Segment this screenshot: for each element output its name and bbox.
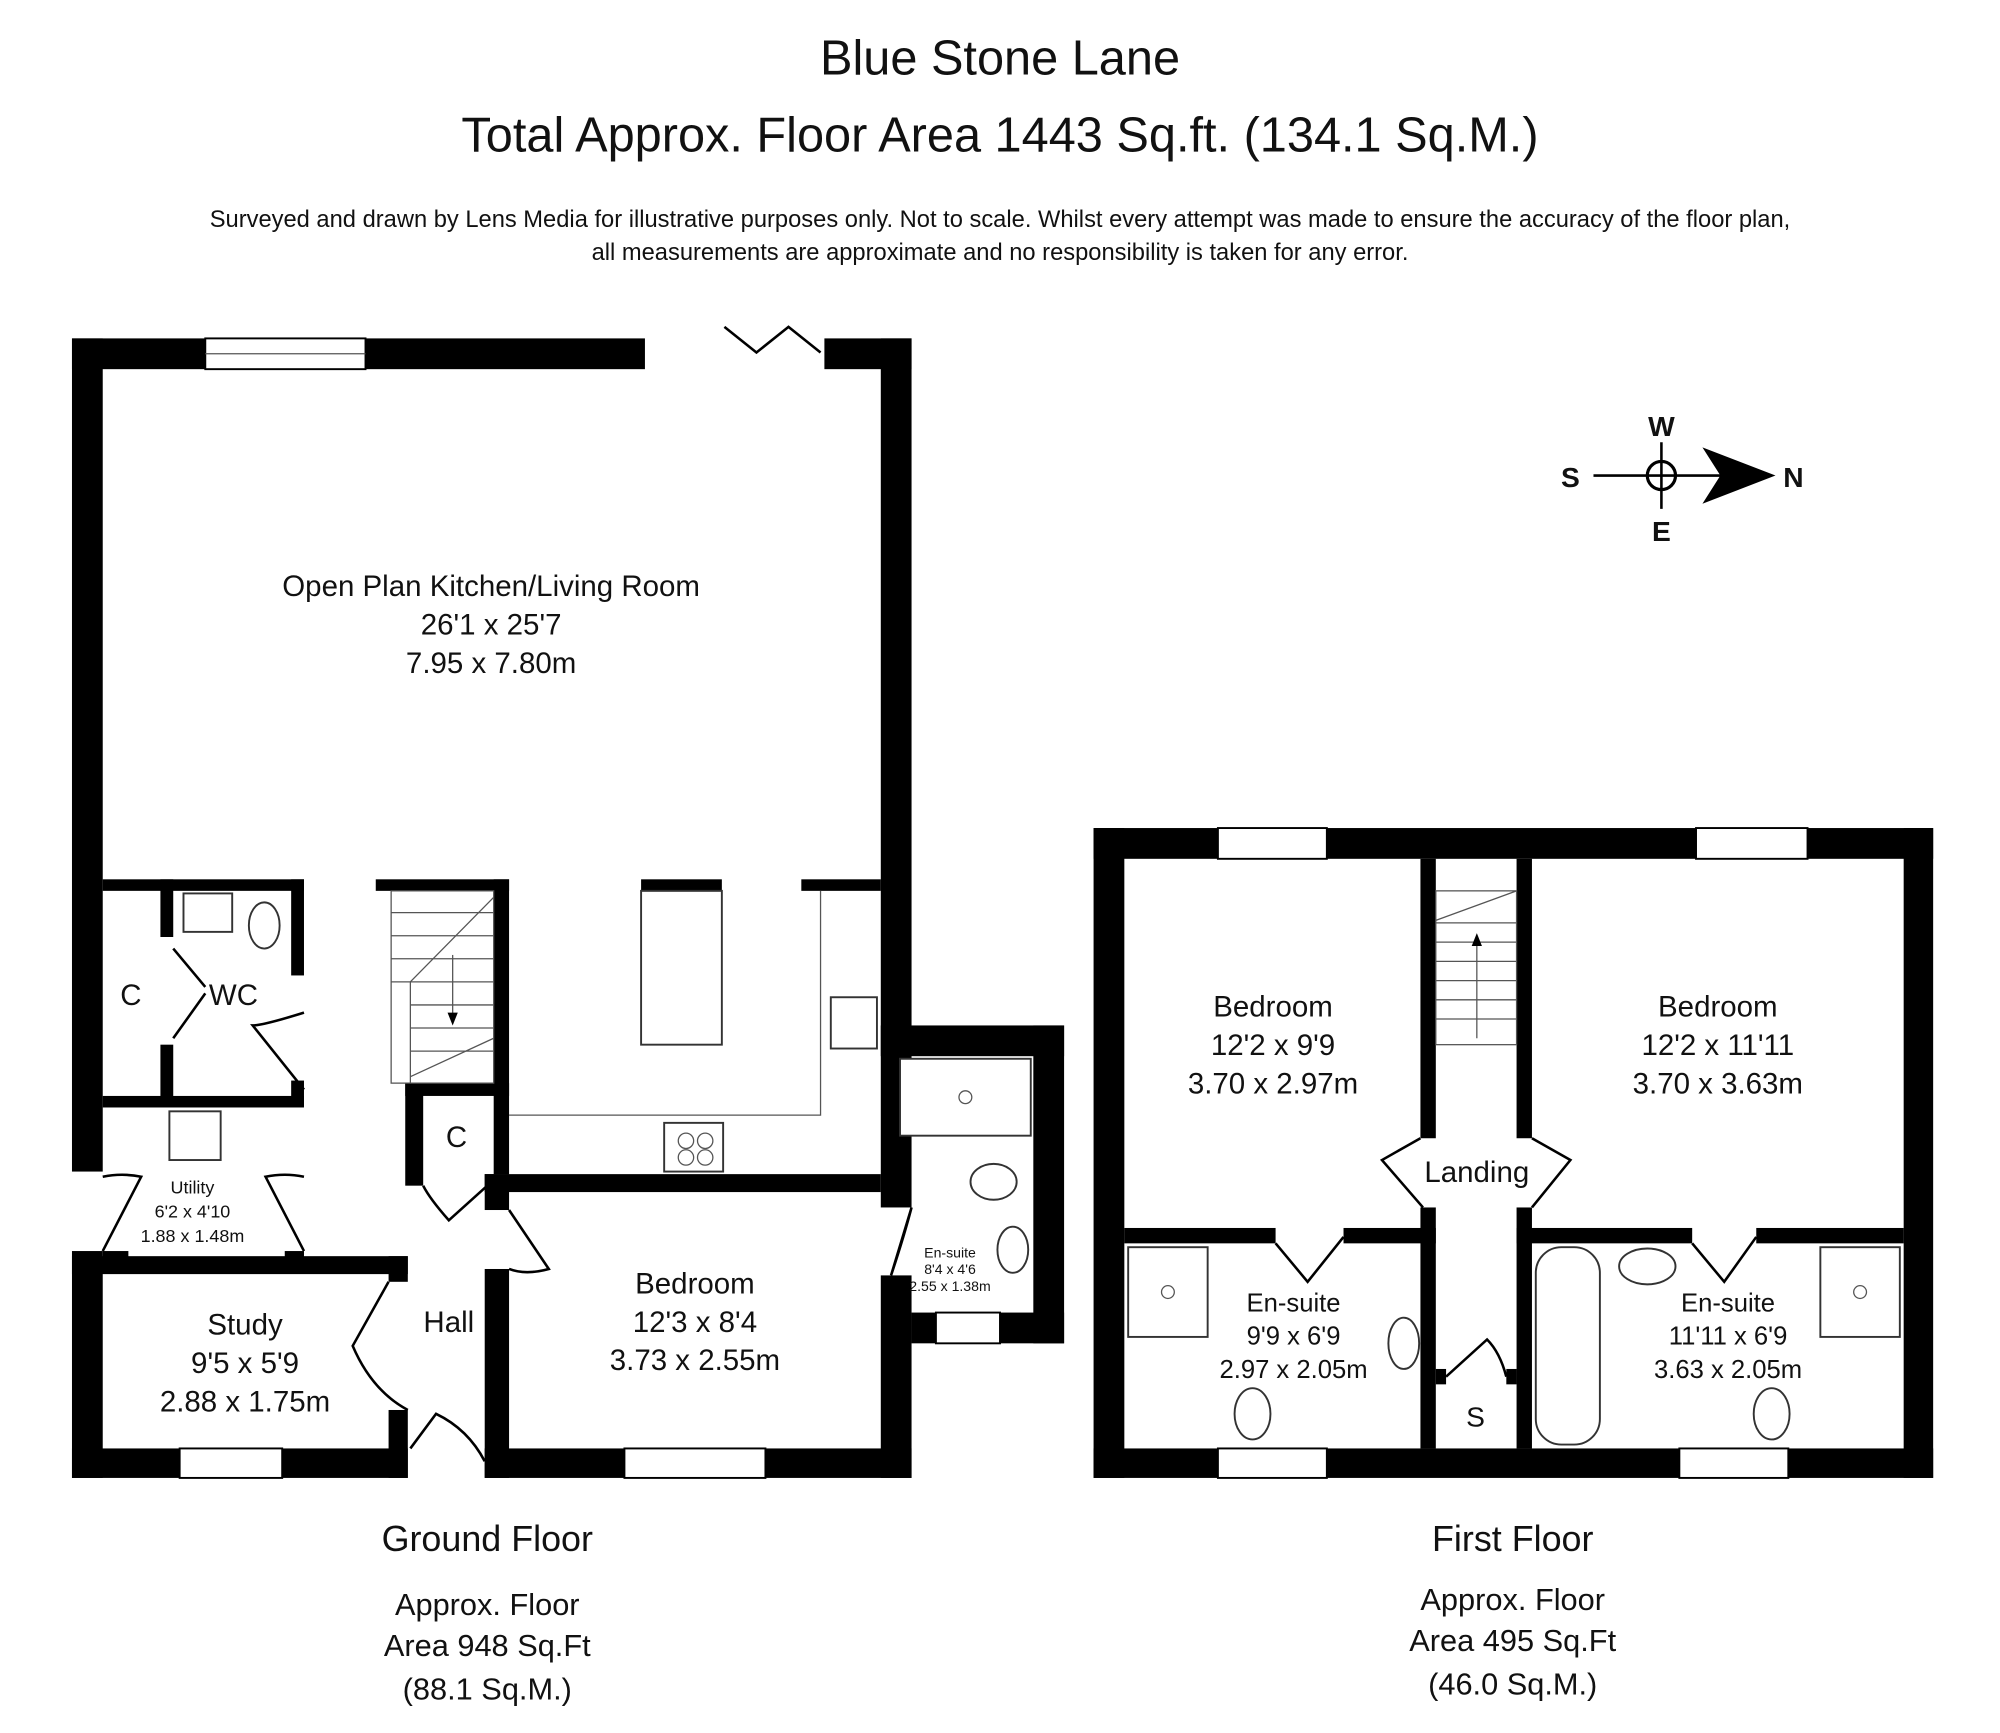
room-landing: Landing [1424,1156,1529,1189]
room-bedroom-ground: Bedroom 12'3 x 8'4 3.73 x 2.55m [610,1267,780,1377]
compass-west: W [1648,410,1675,442]
room-imperial: 11'11 x 6'9 [1669,1323,1788,1351]
room-ensuite-first-right: En-suite 11'11 x 6'9 3.63 x 2.05m [1654,1289,1802,1384]
room-name: Open Plan Kitchen/Living Room [282,570,700,603]
room-imperial: 12'2 x 11'11 [1641,1029,1794,1062]
room-name: En-suite [1681,1289,1775,1317]
floor-area-line-1: Approx. Floor [1420,1582,1605,1617]
floor-name: First Floor [1432,1519,1593,1559]
room-name: Bedroom [1213,990,1333,1023]
floor-area-line-3: (88.1 Sq.M.) [403,1672,572,1707]
room-imperial: 26'1 x 25'7 [421,608,562,641]
disclaimer-line-2: all measurements are approximate and no … [592,240,1409,266]
room-metric: 3.63 x 2.05m [1654,1356,1802,1384]
room-metric: 3.73 x 2.55m [610,1344,780,1377]
room-storage: S [1466,1401,1485,1433]
room-wc: WC [209,979,258,1012]
floor-area-line-2: Area 495 Sq.Ft [1409,1623,1616,1658]
compass-icon: W E S N [1561,410,1804,547]
room-metric: 1.88 x 1.48m [141,1226,245,1246]
room-metric: 2.55 x 1.38m [909,1278,990,1294]
room-open-plan-kitchen-living: Open Plan Kitchen/Living Room 26'1 x 25'… [282,570,700,680]
room-utility: Utility 6'2 x 4'10 1.88 x 1.48m [141,1177,245,1246]
room-name: Utility [171,1177,215,1197]
room-imperial: 12'3 x 8'4 [633,1306,757,1339]
floor-area-line-2: Area 948 Sq.Ft [384,1628,591,1663]
room-name: En-suite [1247,1289,1341,1317]
room-hall: Hall [423,1306,474,1339]
plan-title: Blue Stone Lane [820,31,1180,85]
room-imperial: 12'2 x 9'9 [1211,1029,1335,1062]
floor-area-line-3: (46.0 Sq.M.) [1428,1667,1597,1702]
room-imperial: 6'2 x 4'10 [155,1202,231,1222]
floor-name: Ground Floor [382,1519,593,1559]
compass-south: S [1561,461,1580,493]
room-metric: 2.97 x 2.05m [1219,1356,1367,1384]
room-name: En-suite [924,1244,976,1260]
room-imperial: 9'5 x 5'9 [191,1347,299,1380]
ground-floor-plan: Open Plan Kitchen/Living Room 26'1 x 25'… [71,325,1065,1707]
room-imperial: 8'4 x 4'6 [924,1261,976,1277]
room-bedroom-first-left: Bedroom 12'2 x 9'9 3.70 x 2.97m [1188,990,1358,1100]
room-name: Study [207,1308,283,1341]
room-imperial: 9'9 x 6'9 [1247,1323,1341,1351]
room-metric: 2.88 x 1.75m [160,1385,330,1418]
room-bedroom-first-right: Bedroom 12'2 x 11'11 3.70 x 3.63m [1633,990,1803,1100]
room-cupboard: C [446,1121,467,1154]
room-metric: 3.70 x 3.63m [1633,1067,1803,1100]
room-ensuite-ground: En-suite 8'4 x 4'6 2.55 x 1.38m [909,1244,990,1293]
room-name: Bedroom [635,1267,755,1300]
total-area: Total Approx. Floor Area 1443 Sq.ft. (13… [461,108,1538,162]
compass-east: E [1652,515,1671,547]
compass-north: N [1783,461,1803,493]
room-metric: 3.70 x 2.97m [1188,1067,1358,1100]
first-floor-plan: Bedroom 12'2 x 9'9 3.70 x 2.97m Bedroom … [1093,827,1934,1702]
disclaimer-line-1: Surveyed and drawn by Lens Media for ill… [210,207,1791,233]
room-name: Bedroom [1658,990,1778,1023]
room-metric: 7.95 x 7.80m [406,647,576,680]
floor-area-line-1: Approx. Floor [395,1587,580,1622]
room-ensuite-first-left: En-suite 9'9 x 6'9 2.97 x 2.05m [1219,1289,1367,1384]
room-study: Study 9'5 x 5'9 2.88 x 1.75m [160,1308,330,1418]
room-cupboard: C [120,979,141,1012]
